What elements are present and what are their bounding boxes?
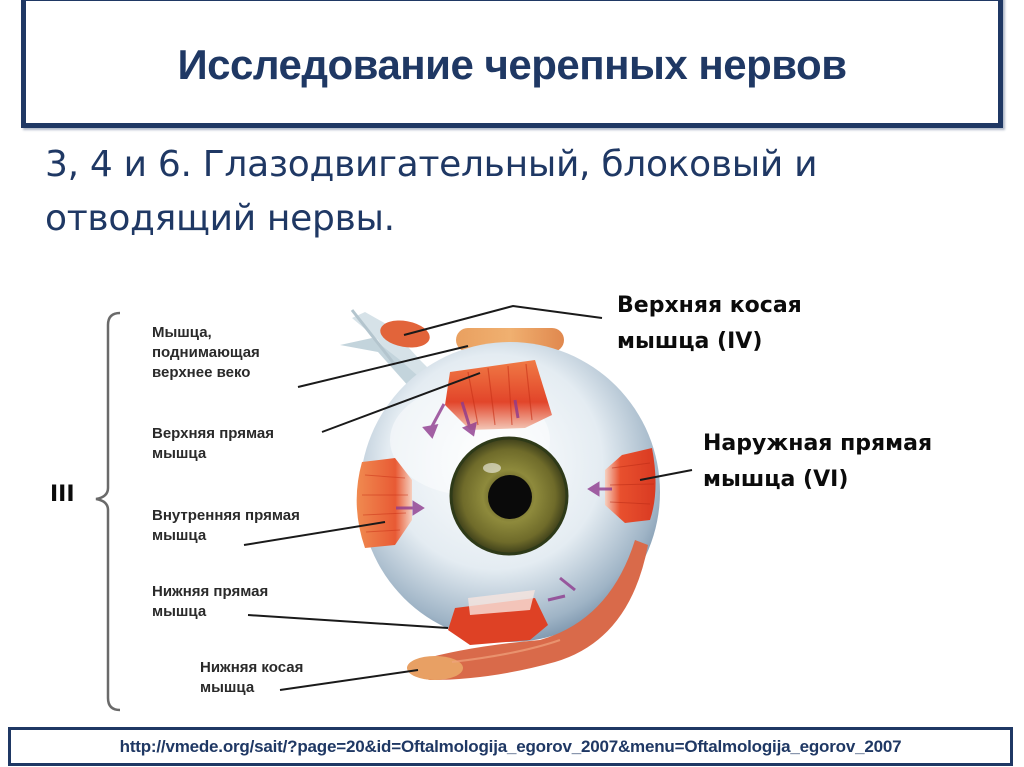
subtitle-line-1: 3, 4 и 6. Глазодвигательный, блоковый и — [45, 144, 818, 185]
source-url[interactable]: http://vmede.org/sait/?page=20&id=Oftalm… — [119, 736, 902, 756]
leader-lines — [243, 304, 693, 691]
label-inferior-oblique: Нижняя косая мышца — [200, 659, 304, 696]
label-inferior-rectus: Нижняя прямая мышца — [152, 583, 269, 620]
label-lateral-rectus: Наружная прямая мышца (VI) — [703, 431, 933, 492]
source-url-box: http://vmede.org/sait/?page=20&id=Oftalm… — [8, 727, 1013, 766]
label-medial-rectus: Внутренняя прямая мышца — [152, 507, 300, 544]
inferior-oblique — [415, 540, 648, 680]
pupil — [488, 475, 532, 519]
title-box: Исследование черепных нервов — [21, 0, 1003, 128]
eye-illustration — [95, 304, 693, 712]
label-levator-palpebrae: Мышца, поднимающая верхнее веко — [152, 324, 260, 381]
subtitle-line-2: отводящий нервы. — [45, 198, 395, 239]
slide-title: Исследование черепных нервов — [177, 41, 847, 88]
medial-rectus — [356, 458, 412, 548]
rotation-arrows — [396, 399, 612, 602]
lateral-rectus — [605, 448, 656, 523]
slide-subtitle: 3, 4 и 6. Глазодвигательный, блоковый и … — [45, 138, 905, 246]
label-superior-oblique: Верхняя косая мышца (IV) — [617, 293, 802, 354]
superior-rectus — [445, 360, 552, 430]
brace-nerve-iii — [95, 311, 121, 712]
nerve-iii-label: III — [50, 482, 75, 507]
eye-muscles-figure: III Мышца, поднимающая верхнее веко Верх… — [0, 270, 1024, 720]
label-superior-rectus: Верхняя прямая мышца — [152, 425, 274, 462]
